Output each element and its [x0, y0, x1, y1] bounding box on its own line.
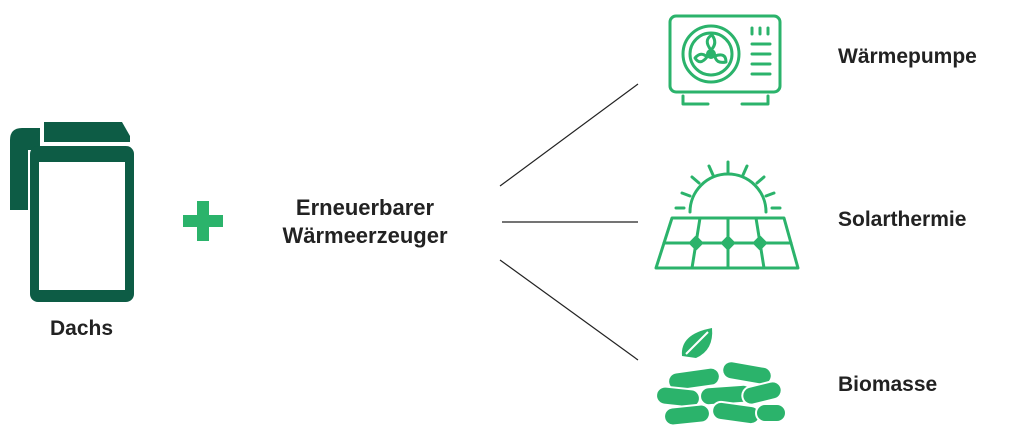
center-label-line1: Erneuerbarer	[295, 195, 435, 220]
solar-thermal-icon	[654, 160, 800, 270]
biomass-pellets-icon	[655, 328, 787, 426]
solar-thermal-label: Solarthermie	[838, 208, 967, 231]
renewable-heat-generator-label: Erneuerbarer Wärmeerzeuger	[250, 194, 480, 250]
plus-icon	[183, 201, 223, 241]
heat-pump-icon	[668, 14, 782, 106]
connector-lines	[499, 83, 639, 361]
heat-pump-label: Wärmepumpe	[838, 45, 977, 68]
center-label-line2: Wärmeerzeuger	[282, 223, 448, 248]
dachs-label: Dachs	[50, 317, 114, 340]
biomass-label: Biomasse	[838, 373, 938, 396]
connector-line-heat-pump	[499, 83, 639, 187]
connector-line-biomass	[499, 259, 639, 361]
dachs-unit-icon	[10, 122, 134, 302]
